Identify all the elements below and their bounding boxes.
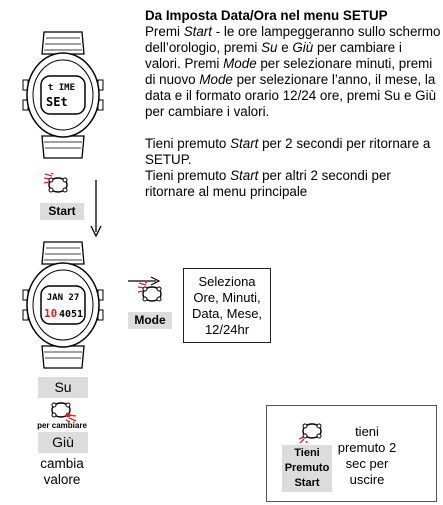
mode-selection-text: Seleziona Ore, Minuti, Data, Mese, 12/24… bbox=[191, 273, 263, 337]
watch-setup-line2: SEt bbox=[46, 95, 68, 109]
mode-button[interactable]: Mode bbox=[128, 312, 172, 329]
instructions-paragraph-3: Tieni premuto Start per altri 2 secondi … bbox=[145, 168, 391, 199]
tieni-premuto-start-button[interactable]: Tieni Premuto Start bbox=[282, 445, 332, 492]
per-cambiare-label: per cambiare bbox=[37, 421, 87, 430]
button-press-icon bbox=[51, 402, 77, 422]
cambia-valore-label: cambia valore bbox=[40, 456, 84, 487]
button-press-icon bbox=[137, 282, 162, 302]
su-button[interactable]: Su bbox=[38, 377, 88, 398]
watch-date-illustration: JAN 27 10 4051 bbox=[22, 241, 104, 369]
instructions-paragraph-1: Premi Start - le ore lampeggeranno sullo… bbox=[145, 24, 441, 119]
start-button[interactable]: Start bbox=[40, 203, 84, 220]
giu-button[interactable]: Giù bbox=[38, 432, 88, 453]
exit-tip-text: tieni premuto 2 sec per uscire bbox=[337, 424, 397, 487]
mode-selection-box: Seleziona Ore, Minuti, Data, Mese, 12/24… bbox=[183, 268, 271, 343]
instructions-text: Da Imposta Data/Ora nel menu SETUP Premi… bbox=[145, 8, 441, 200]
watch-hours-flashing: 10 bbox=[44, 307, 57, 320]
watch-setup-line1: t IME bbox=[48, 83, 75, 93]
instructions-paragraph-2: Tieni premuto Start per 2 secondi per ri… bbox=[145, 136, 431, 167]
instructions-heading: Da Imposta Data/Ora nel menu SETUP bbox=[145, 8, 388, 23]
down-arrow-icon bbox=[90, 180, 102, 238]
button-press-icon bbox=[298, 423, 322, 443]
right-arrow-icon bbox=[128, 276, 160, 286]
button-press-icon bbox=[43, 173, 68, 193]
watch-setup-illustration: t IME SEt bbox=[22, 31, 104, 159]
watch-date-line1: JAN 27 bbox=[47, 293, 80, 303]
watch-minutes-seconds: 4051 bbox=[59, 309, 83, 320]
